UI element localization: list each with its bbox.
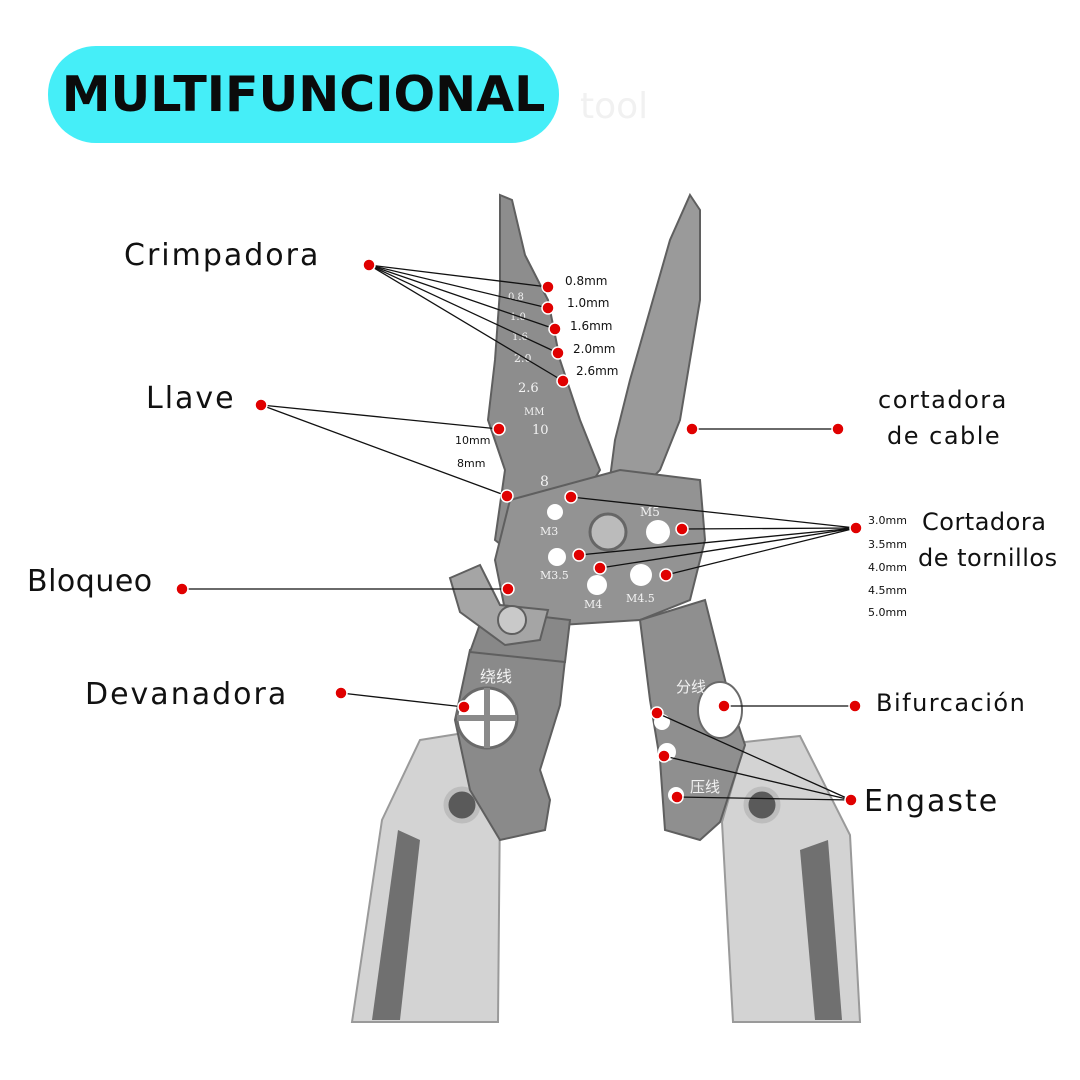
screw-size-0: 3.0mm bbox=[868, 514, 907, 527]
screw-size-4: 5.0mm bbox=[868, 606, 907, 619]
dot-screw-1 bbox=[564, 490, 578, 504]
crimp-size-4: 2.6mm bbox=[576, 364, 619, 378]
engraving-eight: 8 bbox=[540, 474, 549, 490]
dot-crimp-10 bbox=[541, 301, 555, 315]
dot-crimpadora bbox=[362, 258, 376, 272]
engraving-crimp-1: 0.8 bbox=[508, 292, 524, 303]
dot-bifurcacion bbox=[848, 699, 862, 713]
dot-cable bbox=[831, 422, 845, 436]
crimp-size-2: 1.6mm bbox=[570, 319, 613, 333]
dot-devanadora-tool bbox=[457, 700, 471, 714]
engraving-mm: MM bbox=[524, 407, 544, 418]
dot-engaste bbox=[844, 793, 858, 807]
dot-devanadora bbox=[334, 686, 348, 700]
label-crimpadora: Crimpadora bbox=[124, 238, 321, 273]
engraving-crimp-4: 2.0 bbox=[514, 352, 532, 365]
dot-engaste-1 bbox=[650, 706, 664, 720]
label-cortadora-cable-1: cortadora bbox=[878, 386, 1008, 414]
dot-crimp-16 bbox=[548, 322, 562, 336]
dot-crimp-26 bbox=[556, 374, 570, 388]
screw-size-1: 3.5mm bbox=[868, 538, 907, 551]
dot-crimp-08 bbox=[541, 280, 555, 294]
dot-llave bbox=[254, 398, 268, 412]
engraving-wind: 绕线 bbox=[480, 667, 512, 686]
label-bloqueo: Bloqueo bbox=[27, 564, 153, 599]
dot-crimp-20 bbox=[551, 346, 565, 360]
engraving-crimp-5: 2.6 bbox=[518, 381, 539, 396]
marker-dots bbox=[175, 258, 863, 807]
dot-cable-tool bbox=[685, 422, 699, 436]
engraving-m4: M4 bbox=[584, 598, 602, 611]
label-devanadora: Devanadora bbox=[85, 677, 289, 712]
leader-lines bbox=[182, 264, 857, 801]
label-llave: Llave bbox=[146, 381, 236, 416]
dot-screw-5 bbox=[659, 568, 673, 582]
engraving-ten: 10 bbox=[532, 423, 549, 438]
engraving-m45: M4.5 bbox=[626, 592, 655, 605]
dot-bloqueo bbox=[175, 582, 189, 596]
dot-engaste-3 bbox=[670, 790, 684, 804]
crimp-size-1: 1.0mm bbox=[567, 296, 610, 310]
screw-size-3: 4.5mm bbox=[868, 584, 907, 597]
wrench-size-0: 10mm bbox=[455, 434, 491, 447]
engraving-press: 压线 bbox=[690, 778, 720, 796]
dot-screw-2 bbox=[675, 522, 689, 536]
title-pill: MULTIFUNCIONAL bbox=[48, 46, 559, 143]
right-handle bbox=[720, 734, 862, 1023]
dot-llave-8 bbox=[500, 489, 514, 503]
dot-llave-10 bbox=[492, 422, 506, 436]
engraving-m3: M3 bbox=[540, 525, 558, 538]
screw-size-2: 4.0mm bbox=[868, 561, 907, 574]
dot-bloqueo-tool bbox=[501, 582, 515, 596]
engravings: 0.8 1.0 1.6 2.0 2.6 MM 10 8 M3 M5 M3.5 M… bbox=[480, 292, 720, 796]
label-cortadora-cable-2: de cable bbox=[887, 422, 1002, 450]
steel-body bbox=[448, 192, 747, 842]
label-cortadora-tornillos-2: de tornillos bbox=[918, 544, 1058, 572]
wrench-size-1: 8mm bbox=[457, 457, 486, 470]
dot-bifurcacion-tool bbox=[717, 699, 731, 713]
crimp-size-3: 2.0mm bbox=[573, 342, 616, 356]
dot-screw-3 bbox=[572, 548, 586, 562]
engraving-crimp-2: 1.0 bbox=[510, 312, 526, 323]
crimp-size-0: 0.8mm bbox=[565, 274, 608, 288]
label-engaste: Engaste bbox=[864, 784, 1000, 819]
engraving-crimp-3: 1.6 bbox=[512, 332, 528, 343]
engraving-split: 分线 bbox=[676, 678, 706, 696]
label-cortadora-tornillos-1: Cortadora bbox=[922, 508, 1047, 536]
dot-screw-4 bbox=[593, 561, 607, 575]
label-bifurcacion: Bifurcación bbox=[876, 689, 1027, 717]
page-title: MULTIFUNCIONAL bbox=[61, 66, 546, 123]
dot-tornillos bbox=[849, 521, 863, 535]
engraving-m35: M3.5 bbox=[540, 569, 569, 582]
watermark-text: tool bbox=[580, 86, 648, 127]
dot-engaste-2 bbox=[657, 749, 671, 763]
left-handle bbox=[350, 730, 502, 1023]
engraving-m5: M5 bbox=[640, 505, 660, 519]
